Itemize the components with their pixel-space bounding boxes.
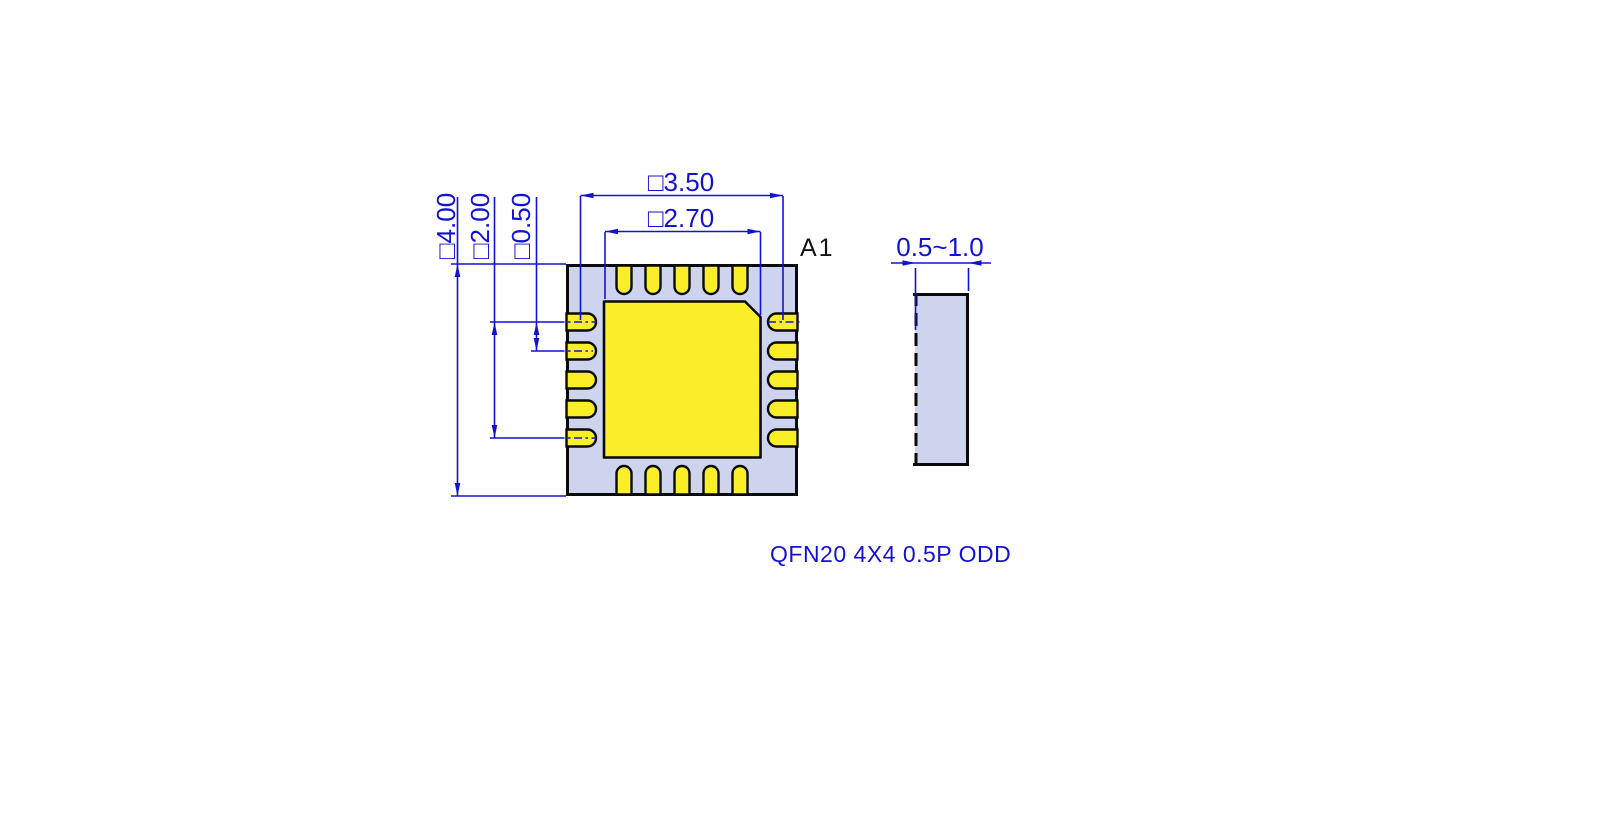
- dimension-label-pin-pitch: □0.50: [506, 193, 536, 259]
- pin-centerlines: [556, 321, 800, 439]
- arrowhead: [491, 322, 498, 335]
- dimension-pin-pitch: □0.50: [506, 193, 557, 352]
- pin: [766, 312, 799, 332]
- arrowhead: [533, 338, 540, 351]
- pins-right: [766, 312, 799, 448]
- pin: [673, 264, 691, 296]
- side-view-outline: [913, 293, 969, 466]
- arrowhead: [747, 228, 761, 235]
- side-view-body: [915, 293, 969, 466]
- dimension-thickness: 0.5~1.0: [891, 232, 991, 330]
- pin: [615, 464, 633, 496]
- arrowhead: [454, 483, 461, 496]
- dimension-pad-size: □2.70: [604, 203, 762, 315]
- arrowhead: [605, 228, 618, 235]
- side-view: 0.5~1.0: [891, 232, 991, 466]
- dimension-label-pin-row-span: □2.00: [465, 193, 495, 259]
- pins-top: [615, 264, 749, 296]
- pin: [766, 370, 799, 390]
- pin: [766, 341, 799, 361]
- dimension-pin-row-span: □2.00: [465, 193, 557, 439]
- pin: [731, 264, 749, 296]
- pin: [731, 464, 749, 496]
- pin: [644, 464, 662, 496]
- pin: [644, 264, 662, 296]
- pin: [702, 464, 720, 496]
- dimension-lead-span: □3.50: [579, 167, 784, 320]
- dimension-label-thickness: 0.5~1.0: [896, 232, 983, 262]
- pin: [766, 399, 799, 419]
- drawing-caption: QFN20 4X4 0.5P ODD: [770, 541, 1011, 567]
- pin: [673, 464, 691, 496]
- pin: [702, 264, 720, 296]
- arrowhead: [454, 264, 461, 277]
- arrowhead: [533, 322, 540, 335]
- arrowhead: [968, 260, 982, 266]
- pin: [766, 428, 799, 448]
- arrowhead: [770, 192, 783, 199]
- dimension-label-body-size: □4.00: [431, 193, 461, 259]
- pin: [615, 264, 633, 296]
- arrowhead: [491, 425, 498, 438]
- pin1-designator: A1: [800, 234, 835, 262]
- pins-left: [565, 312, 598, 448]
- pin: [565, 399, 598, 419]
- pin: [565, 370, 598, 390]
- top-view: □3.50 □2.70 □4.00 □2.00: [431, 167, 835, 497]
- dimension-label-pad-size: □2.70: [648, 203, 714, 233]
- pins-bottom: [615, 464, 749, 496]
- thermal-pad: [602, 300, 762, 459]
- arrowhead: [580, 192, 594, 199]
- dimension-body-size: □4.00: [431, 193, 566, 497]
- dimension-label-lead-span: □3.50: [648, 167, 714, 197]
- arrowhead: [902, 260, 916, 266]
